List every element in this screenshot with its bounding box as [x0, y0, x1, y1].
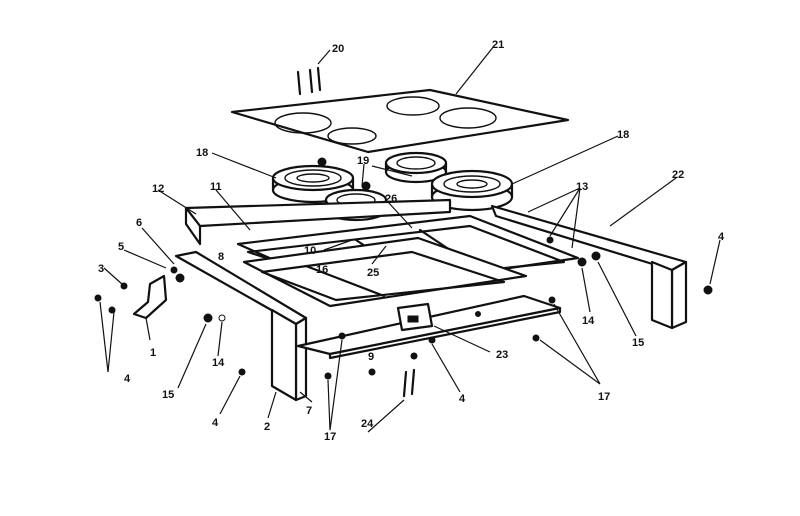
label-10: 10 [304, 245, 316, 257]
label-15a: 15 [162, 389, 174, 401]
surface-unit-18-left [271, 164, 355, 204]
label-18a: 18 [196, 147, 208, 159]
label-17a: 17 [324, 431, 336, 443]
label-17b: 17 [598, 391, 610, 403]
label-11: 11 [210, 181, 222, 193]
label-4d: 4 [718, 231, 725, 243]
label-23: 23 [496, 349, 508, 361]
switch-block-23 [396, 302, 434, 332]
label-21: 21 [492, 39, 504, 51]
label-18b: 18 [617, 129, 629, 141]
label-4b: 4 [212, 417, 219, 429]
label-15b: 15 [632, 337, 644, 349]
screws-and-clips [94, 157, 713, 380]
label-1: 1 [150, 347, 156, 359]
label-3: 3 [98, 263, 104, 275]
inner-frame-10 [242, 236, 528, 308]
label-14a: 14 [212, 357, 225, 369]
label-5: 5 [118, 241, 124, 253]
label-9: 9 [368, 351, 374, 363]
label-26: 26 [385, 193, 397, 205]
side-rail-22 [490, 204, 688, 330]
label-25: 25 [367, 267, 379, 279]
label-4c: 4 [459, 393, 466, 405]
label-4a: 4 [124, 373, 131, 385]
label-7: 7 [306, 405, 312, 417]
label-20: 20 [332, 43, 344, 55]
label-14b: 14 [582, 315, 595, 327]
label-12: 12 [152, 183, 164, 195]
cooktop-glass-21 [230, 88, 570, 154]
surface-unit-19-rear [384, 151, 448, 184]
label-24: 24 [361, 418, 374, 430]
label-2: 2 [264, 421, 270, 433]
front-rail-7 [174, 250, 308, 402]
label-13: 13 [576, 181, 588, 193]
label-22: 22 [672, 169, 684, 181]
leader-lines [99, 45, 721, 433]
part-labels: 1 2 3 4 4 4 4 5 6 7 8 9 10 11 12 13 14 1… [98, 39, 725, 443]
label-16: 16 [316, 264, 328, 276]
label-19: 19 [357, 155, 369, 167]
terminal-pins-20 [296, 66, 322, 96]
bracket-1 [132, 274, 168, 320]
screws-24 [402, 368, 416, 398]
label-6: 6 [136, 217, 142, 229]
surface-unit-18-right [430, 169, 514, 212]
label-8: 8 [218, 251, 224, 263]
rear-rail-12 [184, 198, 452, 246]
